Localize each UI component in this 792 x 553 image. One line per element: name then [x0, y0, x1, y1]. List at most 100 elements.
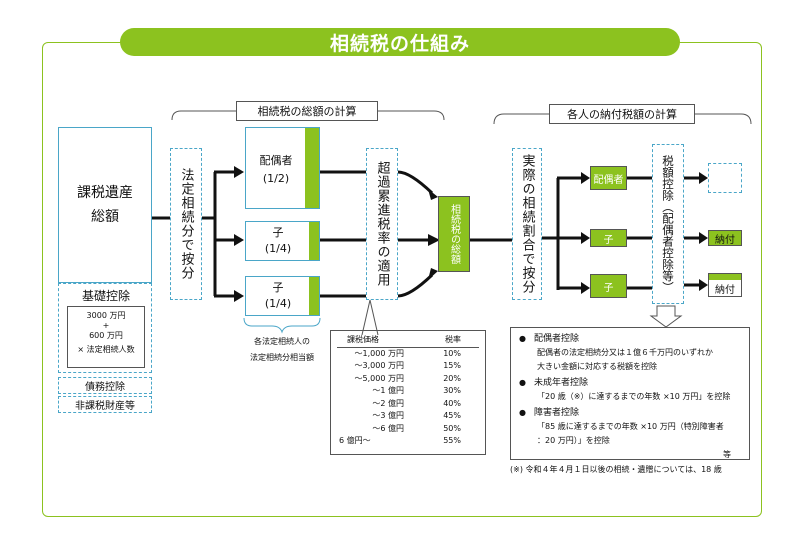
actual-split-label: 実際の相続割合で按分 — [519, 154, 535, 294]
disabled-deduction-desc1: 「85 歳に達するまでの年数 ×10 万円（特別障害者 — [537, 422, 724, 431]
tax-credit-box: 税額控除（配偶者控除等） — [652, 144, 684, 304]
payment-child2-fill — [709, 274, 741, 280]
rate-value: 40% — [443, 398, 461, 408]
payment-child1-box: 納付 — [708, 230, 742, 246]
amount-3000: 3000 万円 — [86, 311, 126, 320]
debt-deduction-box: 債務控除 — [58, 377, 152, 394]
deduction-notes-box: ● 配偶者控除 配偶者の法定相続分又は１億６千万円のいずれか 大きい金額に対応す… — [510, 327, 750, 460]
disabled-deduction-desc2: ：20 万円）」を控除 — [537, 436, 610, 445]
plus-sign: + — [102, 321, 110, 330]
bullet-icon: ● — [519, 408, 534, 417]
heir-spouse-text: 配偶者 (1/2) — [250, 142, 302, 198]
deductions-etc: 等 — [723, 450, 731, 459]
progressive-rate-label: 超過累進税率の適用 — [374, 161, 390, 287]
payment-child2-box: 納付 — [708, 273, 742, 297]
heir-count-multiplier: × 法定相続人数 — [77, 345, 135, 354]
basic-deduction-formula: 3000 万円 + 600 万円 × 法定相続人数 — [67, 306, 145, 368]
person-spouse-label: 配偶者 — [593, 174, 624, 186]
title-banner: 相続税の仕組み — [120, 28, 680, 56]
rate-price: ～1,000 万円 — [354, 348, 404, 358]
payment-child2-text: 納付 — [709, 280, 741, 296]
amount-600: 600 万円 — [89, 331, 123, 340]
statutory-split-label: 法定相続分で按分 — [178, 168, 194, 280]
left-heading: 相続税の総額の計算 — [257, 105, 357, 118]
heir-child1-name: 子 — [272, 226, 284, 239]
spouse-deduction-desc1: 配偶者の法定相続分又は１億６千万円のいずれか — [537, 348, 713, 357]
total-tax-label: 相続税の総額 — [448, 204, 460, 264]
person-spouse-box: 配偶者 — [590, 166, 627, 190]
rate-value: 55% — [443, 436, 461, 445]
footnote: (※) 令和４年４月１日以後の相続・遺贈については、18 歳 — [510, 465, 722, 474]
rate-value: 50% — [443, 423, 461, 433]
heir-note-line1: 各法定相続人の — [254, 337, 310, 346]
actual-split-box: 実際の相続割合で按分 — [512, 148, 542, 300]
taxable-estate-box: 課税遺産 総額 — [58, 127, 152, 283]
heir-child1-fill — [309, 222, 319, 260]
nontaxable-label: 非課税財産等 — [75, 401, 135, 412]
basic-deduction-title: 基礎控除 — [81, 289, 130, 303]
payment-child1-label: 納付 — [715, 234, 735, 246]
progressive-rate-box: 超過累進税率の適用 — [366, 148, 398, 300]
basic-deduction-box: 基礎控除 3000 万円 + 600 万円 × 法定相続人数 — [58, 283, 152, 373]
spouse-deduction-desc2: 大きい金額に対応する税額を控除 — [537, 362, 657, 371]
payment-child2-label: 納付 — [715, 284, 735, 296]
person-child1-box: 子 — [590, 229, 627, 247]
person-child2-label: 子 — [603, 282, 614, 294]
bullet-icon: ● — [519, 334, 534, 343]
heir-note: 各法定相続人の 法定相続分相当額 — [226, 334, 338, 366]
table-row: 6 億円～ 55% — [337, 435, 479, 448]
debt-deduction-label: 債務控除 — [85, 382, 125, 393]
heir-child2-share: (1/4) — [264, 297, 292, 310]
left-heading-box: 相続税の総額の計算 — [236, 101, 378, 121]
page-title: 相続税の仕組み — [329, 32, 470, 55]
nontaxable-box: 非課税財産等 — [58, 396, 152, 413]
rate-price: ～3 億円 — [372, 411, 404, 420]
table-row: ～3 億円 45% — [337, 410, 479, 423]
heir-child1-share: (1/4) — [264, 242, 292, 255]
heir-spouse-box: 配偶者 (1/2) — [245, 127, 320, 209]
spouse-deduction-title: 配偶者控除 — [533, 334, 579, 344]
heir-child1-text: 子 (1/4) — [250, 223, 306, 259]
heir-child2-fill — [309, 277, 319, 315]
rate-price: ～3,000 万円 — [354, 361, 404, 370]
table-row: ～1 億円 30% — [337, 385, 479, 398]
right-heading-box: 各人の納付税額の計算 — [549, 104, 695, 124]
payment-spouse-box — [708, 163, 742, 193]
rate-price: 6 億円～ — [339, 436, 371, 445]
heir-child2-name: 子 — [272, 281, 284, 294]
total-tax-box: 相続税の総額 — [438, 196, 470, 272]
heir-spouse-name: 配偶者 — [259, 154, 293, 167]
right-heading: 各人の納付税額の計算 — [567, 108, 677, 121]
heir-spouse-fill — [305, 128, 319, 208]
table-row: ～3,000 万円 15% — [337, 360, 479, 373]
estate-line2: 総額 — [91, 209, 119, 225]
heir-child2-box: 子 (1/4) — [245, 276, 320, 316]
minor-deduction-desc: 「20 歳（※）に達するまでの年数 ×10 万円」を控除 — [537, 392, 731, 401]
minor-deduction-item: ● 未成年者控除 — [519, 376, 741, 390]
rate-price: ～1 億円 — [372, 386, 404, 395]
rate-table-header-rate: 税率 — [434, 334, 479, 348]
rate-value: 45% — [443, 411, 461, 420]
rate-value: 15% — [443, 361, 461, 370]
spouse-deduction-item: ● 配偶者控除 — [519, 332, 741, 346]
rate-table-header-price: 課税価格 — [337, 334, 434, 348]
rate-price: ～5,000 万円 — [354, 373, 404, 383]
tax-credit-label: 税額控除（配偶者控除等） — [661, 155, 675, 293]
rate-value: 30% — [443, 386, 461, 395]
table-row: ～2 億円 40% — [337, 398, 479, 411]
estate-line1: 課税遺産 — [77, 185, 133, 201]
person-child2-box: 子 — [590, 274, 627, 298]
disabled-deduction-title: 障害者控除 — [533, 408, 579, 418]
heir-child2-text: 子 (1/4) — [250, 278, 306, 314]
minor-deduction-title: 未成年者控除 — [533, 378, 588, 388]
heir-child1-box: 子 (1/4) — [245, 221, 320, 261]
rate-price: ～2 億円 — [372, 398, 404, 408]
bullet-icon: ● — [519, 378, 534, 387]
heir-spouse-share: (1/2) — [262, 172, 290, 185]
